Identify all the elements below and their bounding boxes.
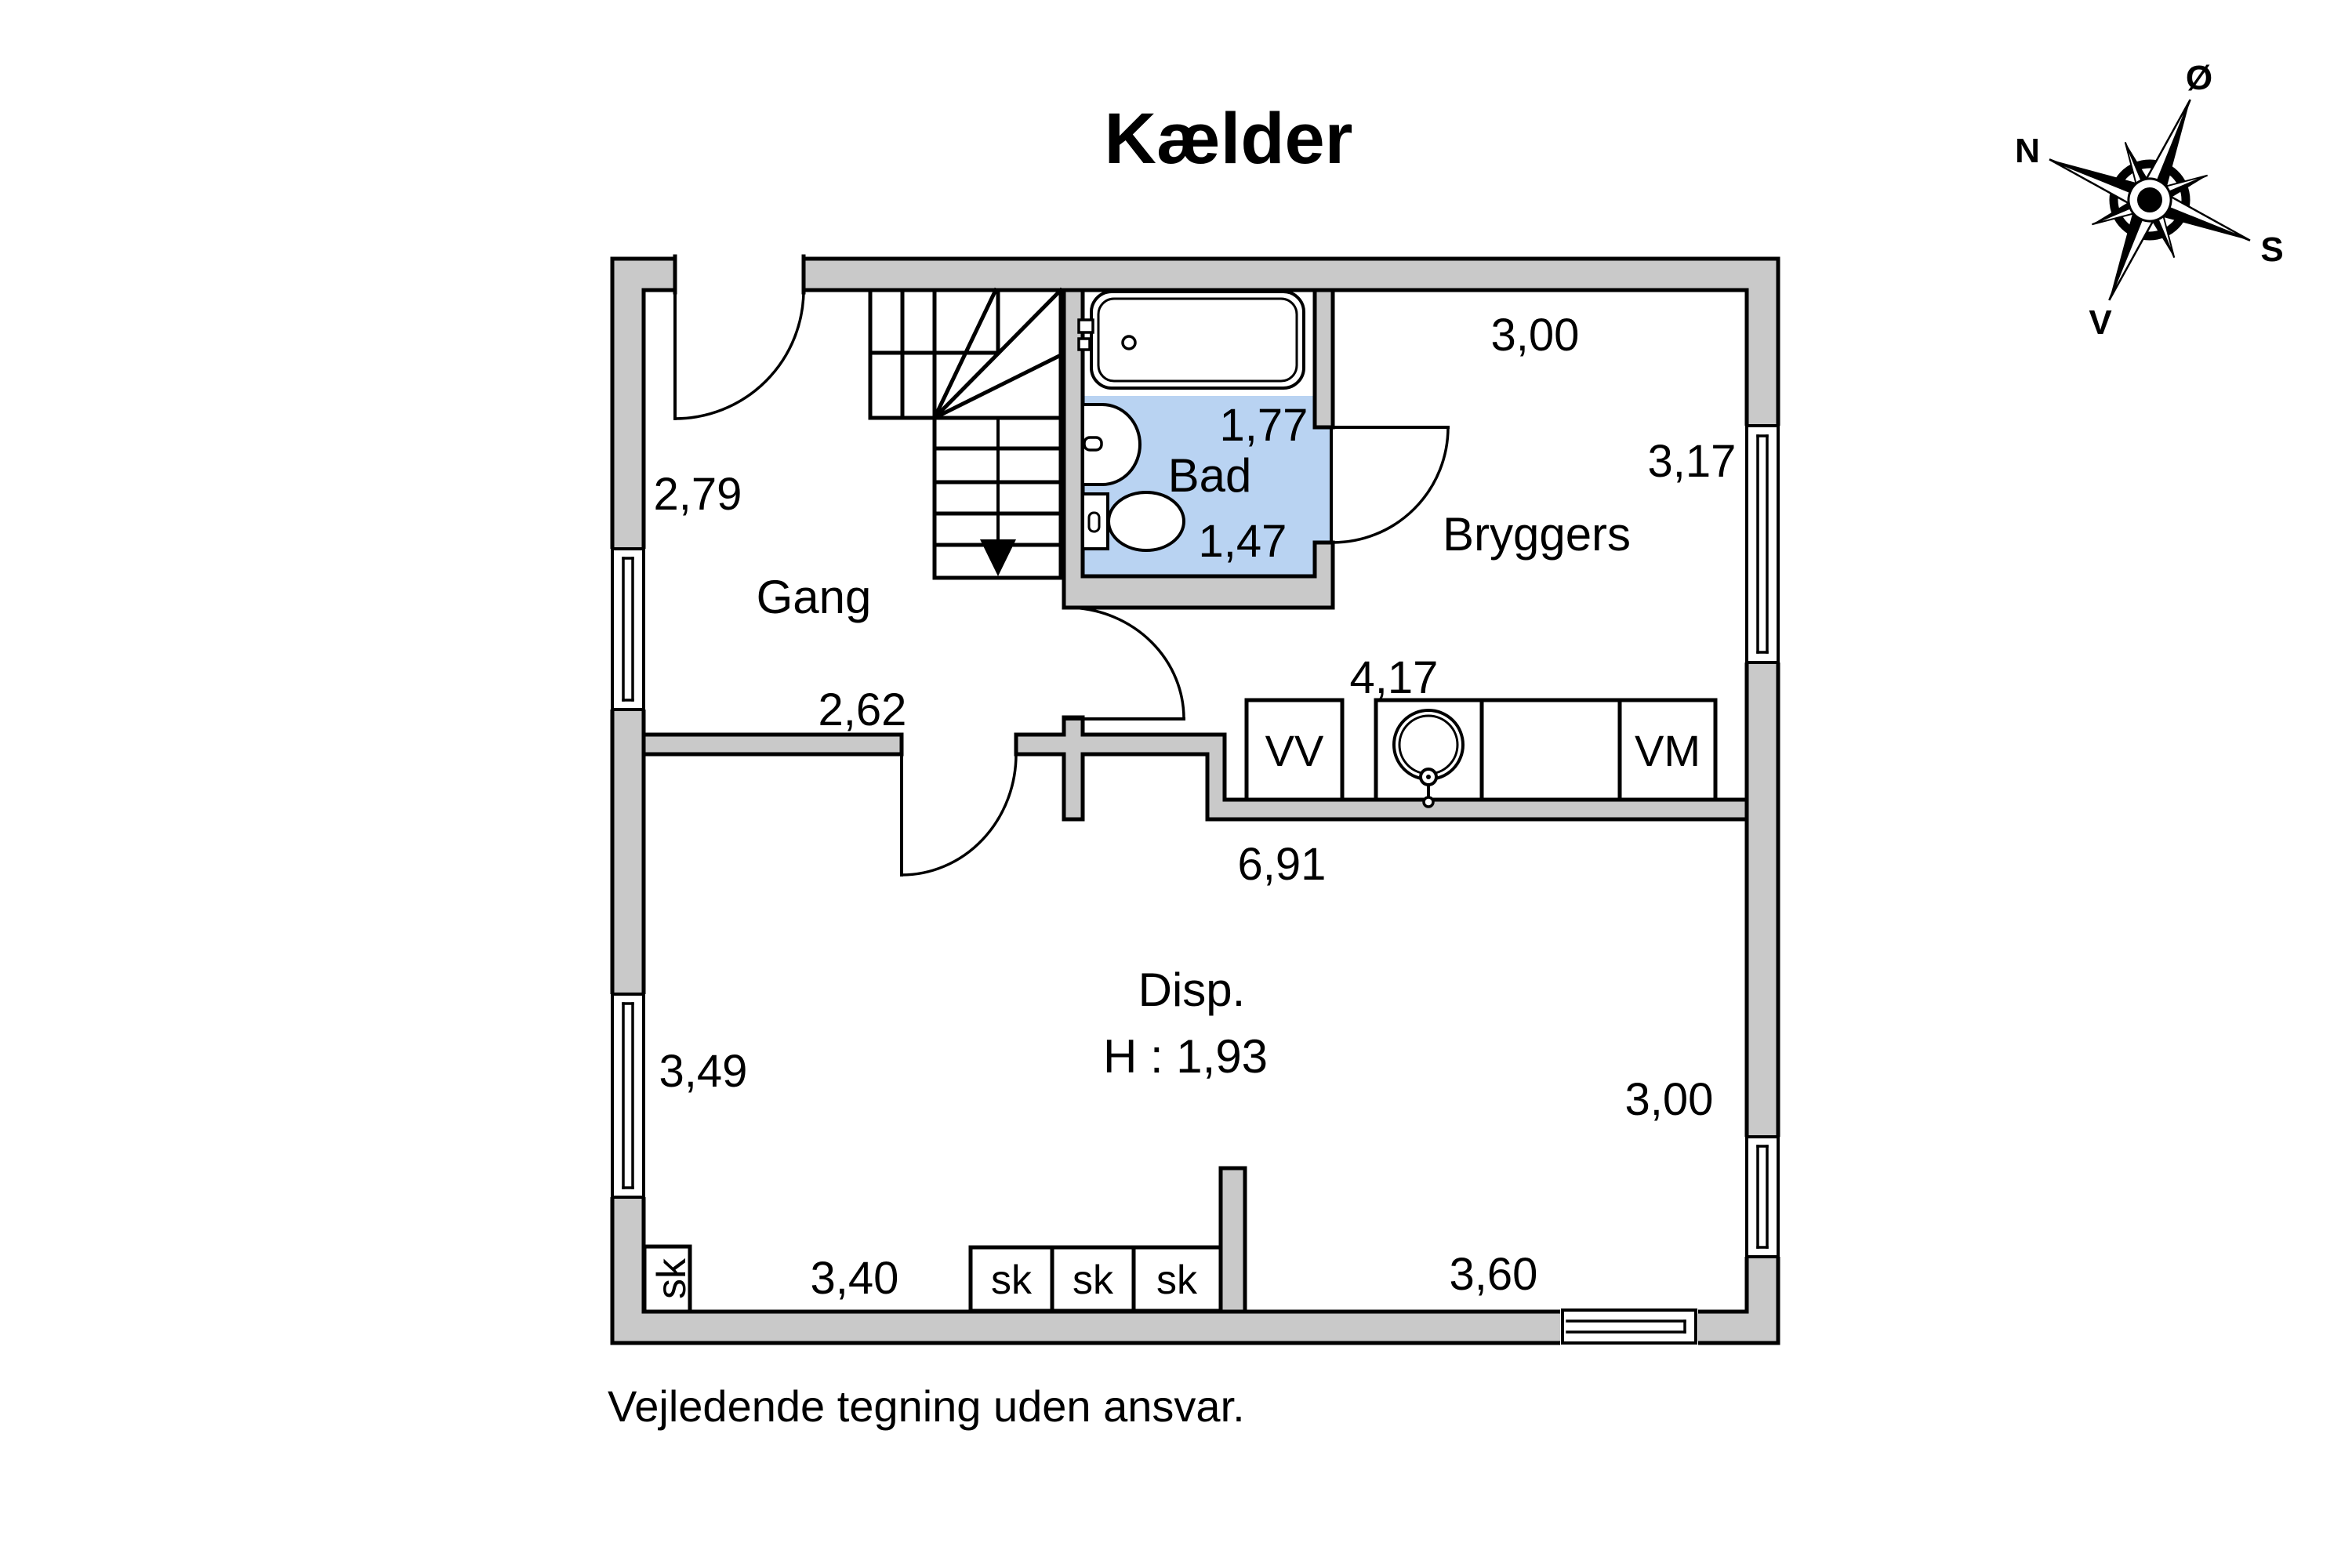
dim-bryggers-window-side: 3,17 [1648,436,1737,487]
toilet [1081,491,1185,552]
compass-rose: N Ø S V [2015,59,2284,342]
compass-labels: N Ø S V [2015,59,2284,342]
disp-height-note: H : 1,93 [1103,1030,1268,1083]
closet-label-west: sk [649,1258,695,1299]
compass-label-west: V [2089,303,2112,342]
door-gang-disp [900,753,1018,877]
page-title: Kælder [1105,99,1353,179]
window-left-lower [610,993,646,1199]
room-label-bryggers: Bryggers [1443,508,1631,561]
stairs-down-arrow [980,539,1016,576]
compass-label-south: S [2260,230,2283,269]
bathroom-sink [1081,403,1142,486]
room-label-disp: Disp. [1138,964,1246,1016]
wall-gang-disp-west [641,732,904,757]
water-heater-label: VV [1265,726,1324,775]
closet-box-west [642,1244,692,1314]
wall-bad-bryggers [1312,288,1335,430]
plan-labels: 2,79 Gang 2,62 1,77 Bad 1,47 3,00 3,17 B… [649,310,1736,1304]
closet-box-3 [1131,1245,1223,1313]
room-label-bad: Bad [1168,449,1252,502]
window-right-lower [1744,1135,1780,1258]
closets [642,1244,1223,1314]
floor-plan: 2,79 Gang 2,62 1,77 Bad 1,47 3,00 3,17 B… [610,254,1780,1345]
entry-door [673,289,805,420]
wall-stub-disp-south [1218,1166,1247,1314]
closet-label-2: sk [1073,1258,1114,1303]
window-left-upper [610,547,646,711]
dim-bad-width: 1,77 [1220,400,1308,451]
closet-box-1 [968,1245,1054,1313]
water-heater-box [1244,698,1345,802]
compass-label-east: Ø [2186,59,2212,97]
staircase [868,287,1064,580]
closet-box-2 [1050,1245,1136,1313]
bathtub-faucet-icon [1077,318,1094,334]
dim-closet-run: 3,40 [811,1253,899,1304]
compass-major-arms [2049,99,2251,301]
dim-disp-left: 3,49 [659,1046,748,1097]
wall-bad-west-south [1062,288,1335,610]
window-bottom [1560,1308,1698,1345]
dim-disp-south: 3,60 [1450,1249,1538,1300]
dim-bryggers-width: 3,00 [1491,310,1580,361]
doors [673,289,1450,877]
dim-disp-width: 6,91 [1238,839,1327,890]
dim-disp-right: 3,00 [1625,1074,1714,1125]
door-bad [1331,426,1450,544]
dim-gang-width: 2,79 [654,469,742,520]
room-label-gang: Gang [757,571,872,623]
closet-label-1: sk [991,1258,1033,1303]
exterior-walls [610,256,1780,1345]
entry-door-opening [673,254,806,295]
utility-counter [1244,698,1718,808]
sink-tap-icon [1083,436,1103,452]
bathtub-drain-icon [1121,335,1137,350]
washing-machine-label: VM [1635,726,1700,775]
washing-machine-box [1617,698,1718,802]
window-right-upper [1744,424,1780,664]
bathtub [1077,290,1305,390]
disclaimer-text: Vejledende tegning uden ansvar. [608,1381,1245,1431]
dim-bryggers-counter: 4,17 [1350,652,1439,703]
closet-label-3: sk [1156,1258,1198,1303]
compass-label-north: N [2015,132,2040,170]
compass-hub-dot [2137,187,2162,212]
door-gang-passage [1062,606,1185,720]
dim-gang-length: 2,62 [818,684,907,735]
dim-bad-length: 1,47 [1199,516,1287,567]
worktop-box [1479,698,1622,802]
